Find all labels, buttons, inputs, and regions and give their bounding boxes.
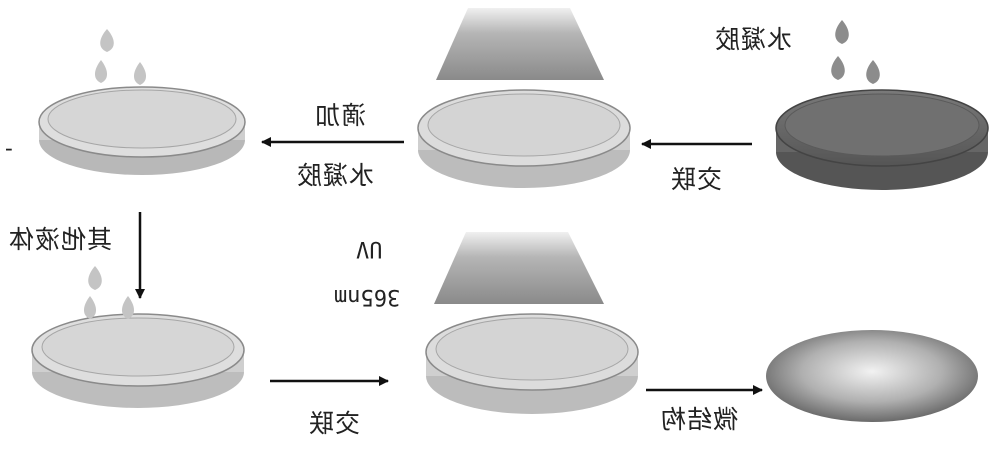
label-microstructure: 微结构 <box>660 405 739 434</box>
label-crosslink-bottom: 交联 <box>308 409 361 438</box>
petri-dish-bottom-middle <box>425 313 639 414</box>
uv-lamp-bottom <box>434 232 604 304</box>
petri-dish-top-right <box>775 89 989 190</box>
label-wavelength: 365nm <box>334 284 401 309</box>
label-drop-add: 滴加 <box>314 101 367 130</box>
label-uv: UV <box>356 236 383 261</box>
petri-dish-bottom-left <box>31 313 245 408</box>
droplet-icon-bottom <box>83 266 135 319</box>
label-crosslink-top: 交联 <box>670 165 723 194</box>
droplet-icon-dark <box>831 20 880 84</box>
microstructure-disc <box>766 330 978 422</box>
label-hydrogel-middle: 水凝胶 <box>296 161 375 190</box>
uv-lamp-top <box>436 8 604 80</box>
label-hydrogel-top-right: 水凝胶 <box>714 25 793 54</box>
petri-dish-top-middle <box>417 89 631 188</box>
arrows <box>135 137 763 395</box>
label-dash: - <box>4 136 13 162</box>
droplet-icon <box>94 29 147 85</box>
petri-dish-top-left <box>38 86 246 175</box>
label-other-liquid: 其他液体 <box>8 225 113 254</box>
